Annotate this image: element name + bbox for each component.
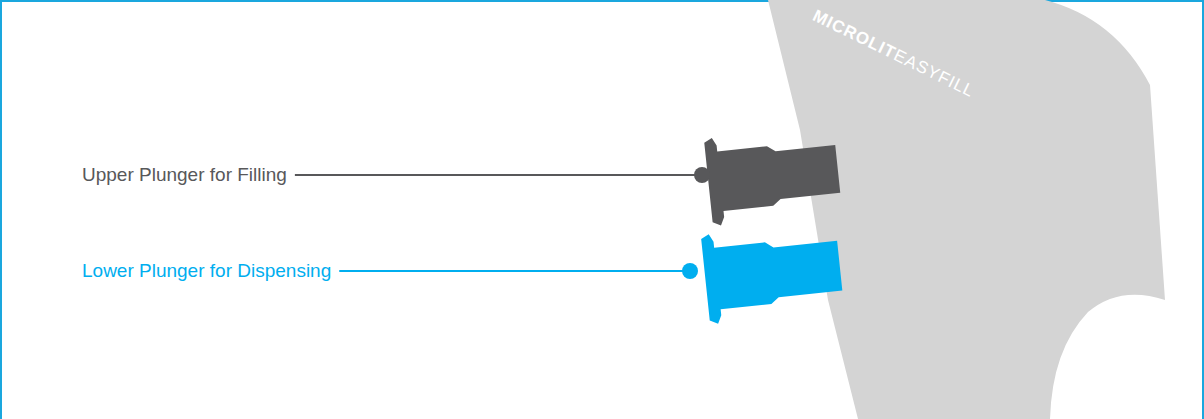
leader-line xyxy=(339,270,688,272)
part-label: Upper Plunger for Filling xyxy=(82,164,287,186)
leader-dot xyxy=(682,263,698,279)
leader-dot xyxy=(694,167,710,183)
part-label: Lower Plunger for Dispensing xyxy=(82,260,331,282)
leader-line xyxy=(295,174,700,176)
upper-plunger xyxy=(704,125,842,226)
lower-plunger xyxy=(701,221,845,325)
device-body xyxy=(768,0,1165,419)
